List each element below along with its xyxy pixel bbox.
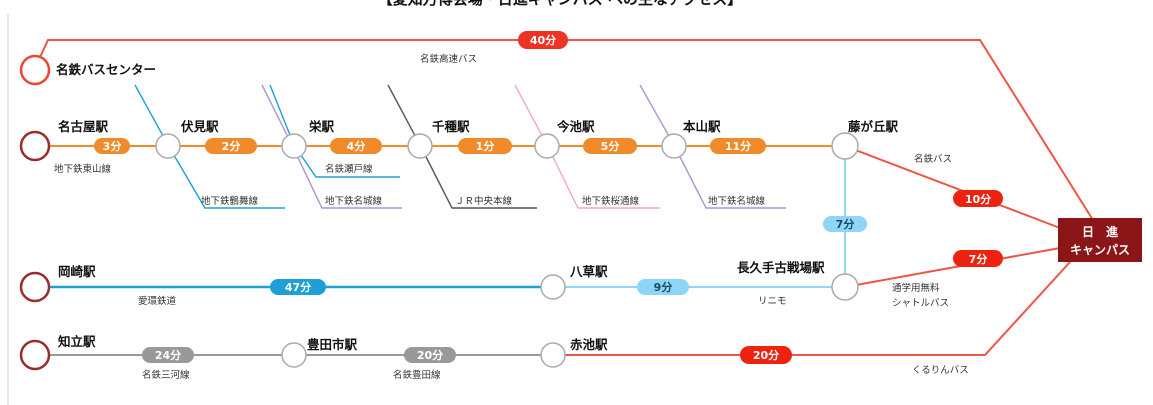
transfer-markers	[155, 132, 859, 368]
time-label-imaike-motoyama: 5分	[601, 139, 620, 153]
station-label-chikusa: 千種駅	[432, 119, 470, 134]
station-label-bus-center: 名鉄バスセンター	[56, 62, 156, 77]
time-pill-express-bus	[518, 31, 568, 49]
line-label-shuttle-2: シャトルバス	[892, 298, 949, 309]
time-label-yagusa-nagakute: 9分	[654, 280, 673, 294]
time-label-nagoya-fushimi: 3分	[103, 139, 122, 153]
station-label-sakae: 栄駅	[308, 119, 335, 134]
sakuradori-line-route	[514, 84, 660, 209]
station-marker-imaike	[534, 133, 560, 159]
time-label-express-bus: 40分	[530, 33, 556, 47]
station-label-chiryu: 知立駅	[57, 334, 96, 349]
station-marker-motoyama	[661, 133, 687, 159]
campus-label-line2: キャンパス	[1070, 243, 1130, 257]
origin-marker-nagoya	[19, 130, 51, 162]
time-label-nagakute-campus: 7分	[969, 252, 988, 266]
station-label-nagoya: 名古屋駅	[58, 119, 109, 134]
time-label-fujigaoka-campus: 10分	[965, 192, 991, 206]
station-marker-akaike	[540, 342, 566, 368]
meijo-line-route-sakae	[261, 84, 402, 209]
line-label-kururin: くるりんバス	[912, 365, 969, 376]
line-label-sakuradori: 地下鉄桜通線	[582, 195, 640, 207]
line-label-express-bus: 名鉄高速バス	[420, 53, 477, 65]
time-label-chikusa-imaike: 1分	[476, 139, 495, 153]
line-label-meiko: 地下鉄名城線	[325, 195, 383, 207]
time-label-chiryu-toyotashi: 24分	[155, 348, 181, 362]
time-pills: 40分 3分 2分 4分 1分 5分 11分 7分 10分 7分 47分 9分 …	[94, 31, 1003, 364]
time-label-sakae-chikusa: 4分	[347, 139, 366, 153]
station-marker-toyotashi	[281, 342, 307, 368]
origin-marker-bus-center	[19, 54, 51, 86]
line-label-mikawa: 名鉄三河線	[142, 369, 190, 381]
kururin-bus-route	[553, 261, 1071, 356]
line-label-linimo: リニモ	[758, 296, 787, 307]
origin-marker-chiryu	[19, 339, 51, 371]
station-label-yagusa: 八草駅	[569, 264, 608, 279]
station-labels: 名鉄バスセンター 名古屋駅 伏見駅 栄駅 千種駅 今池駅 本山駅 藤が丘駅 岡崎…	[56, 62, 899, 352]
station-label-nagakute: 長久手古戦場駅	[737, 260, 825, 275]
origin-markers	[19, 54, 51, 371]
station-marker-sakae	[281, 133, 307, 159]
station-label-akaike: 赤池駅	[570, 337, 608, 352]
time-label-fushimi-sakae: 2分	[222, 139, 241, 153]
station-marker-chikusa	[407, 133, 433, 159]
line-label-tsurumai: 地下鉄鶴舞線	[201, 195, 259, 207]
station-marker-yagusa	[540, 274, 566, 300]
transfer-lines	[134, 84, 786, 209]
station-label-imaike: 今池駅	[556, 119, 595, 134]
station-label-motoyama: 本山駅	[683, 119, 721, 134]
station-label-fujigaoka: 藤が丘駅	[847, 119, 899, 134]
express-bus-route	[34, 39, 1099, 229]
line-label-toyota: 名鉄豊田線	[393, 369, 441, 381]
line-label-meitetsu-bus: 名鉄バス	[914, 153, 952, 165]
time-label-okazaki-yagusa: 47分	[285, 280, 311, 294]
line-label-higashiyama: 地下鉄東山線	[54, 163, 112, 175]
nagakute-campus-route	[844, 247, 1061, 288]
station-label-toyotashi: 豊田市駅	[307, 337, 358, 352]
jr-chuo-line-route	[387, 84, 537, 209]
line-name-labels: 名鉄高速バス 地下鉄東山線 地下鉄鶴舞線 名鉄瀬戸線 地下鉄名城線 ＪＲ中央本線…	[54, 53, 969, 381]
campus-destination: 日 進 キャンパス	[1058, 218, 1142, 262]
meijo-line-route-motoyama	[639, 84, 786, 209]
line-label-shuttle-1: 通学用無料	[892, 282, 940, 294]
station-label-okazaki: 岡崎駅	[58, 264, 96, 279]
line-label-meijo: 地下鉄名城線	[708, 195, 766, 207]
time-label-motoyama-fujigaoka: 11分	[725, 139, 751, 153]
time-label-fujigaoka-nagakute: 7分	[836, 217, 855, 231]
seto-line-route	[269, 84, 400, 178]
campus-label-line1: 日 進	[1082, 224, 1119, 239]
time-label-toyotashi-akaike: 20分	[417, 348, 443, 362]
station-label-fushimi: 伏見駅	[181, 119, 219, 134]
fujigaoka-campus-route	[844, 145, 1061, 229]
origin-marker-okazaki	[19, 271, 51, 303]
campus-box	[1058, 218, 1142, 262]
line-label-jr-chuo: ＪＲ中央本線	[455, 195, 513, 207]
tsurumai-line-route	[134, 84, 285, 209]
line-label-aikan: 愛環鉄道	[138, 295, 177, 307]
line-label-seto: 名鉄瀬戸線	[325, 163, 373, 175]
station-marker-fujigaoka	[831, 132, 859, 160]
station-marker-nagakute	[831, 273, 859, 301]
time-label-akaike-campus: 20分	[753, 348, 779, 362]
station-marker-fushimi	[155, 133, 181, 159]
